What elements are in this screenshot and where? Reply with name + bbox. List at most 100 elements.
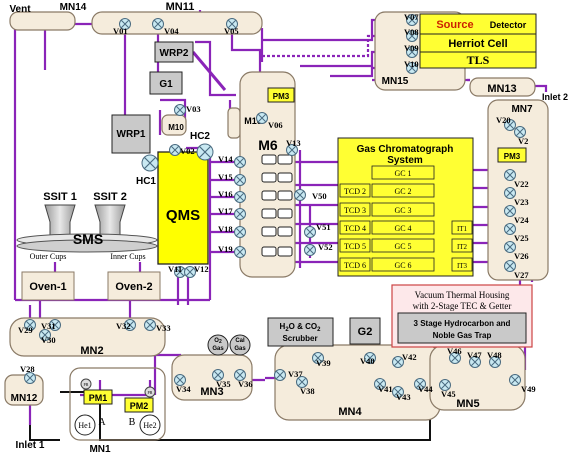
valve-label: V09 bbox=[404, 43, 419, 53]
g2-box bbox=[349, 317, 381, 345]
valve-v32[interactable]: V32 bbox=[116, 319, 136, 332]
mn12-label: MN12 bbox=[11, 393, 38, 404]
valve-v17[interactable]: V17 bbox=[218, 206, 246, 220]
o2-gas-sub: Gas bbox=[212, 346, 224, 352]
valve-cross bbox=[511, 376, 519, 384]
valve-label: V28 bbox=[20, 364, 35, 374]
valve-v05[interactable]: V05 bbox=[224, 18, 239, 37]
valve-v48[interactable]: V48 bbox=[487, 350, 502, 368]
valve-v52[interactable]: V52 bbox=[304, 242, 333, 256]
valve-label: V14 bbox=[218, 154, 233, 164]
cal-gas-label: Cal bbox=[235, 338, 245, 344]
valve-cross bbox=[491, 358, 499, 366]
pm2-box bbox=[124, 397, 154, 413]
valve-v14[interactable]: V14 bbox=[218, 154, 246, 168]
oven2-label: Oven-2 bbox=[115, 281, 152, 293]
valve-v09[interactable]: V09 bbox=[404, 43, 419, 58]
gc-column-box bbox=[371, 220, 435, 235]
valve-v04[interactable]: V04 bbox=[152, 18, 180, 37]
gc-title-1: Gas Chromatograph bbox=[357, 144, 454, 155]
valve-label: V12 bbox=[194, 264, 209, 274]
valve-v27[interactable]: V27 bbox=[504, 260, 530, 281]
valve-v02[interactable]: V02 bbox=[169, 144, 195, 157]
he1-tank bbox=[74, 414, 96, 436]
g1-label: G1 bbox=[159, 79, 173, 90]
valve-v07[interactable]: V07 bbox=[404, 12, 419, 26]
mn13-label: MN13 bbox=[487, 83, 516, 95]
valve-label: V27 bbox=[514, 270, 529, 280]
he1-label: He1 bbox=[78, 421, 91, 430]
valve-v42[interactable]: V42 bbox=[392, 352, 417, 368]
wrp1-box bbox=[111, 114, 151, 154]
valve-v10[interactable]: V10 bbox=[404, 59, 419, 74]
valve-v16[interactable]: V16 bbox=[218, 189, 246, 203]
g1-box bbox=[149, 71, 183, 95]
valve-cross bbox=[314, 354, 322, 362]
valve-v49[interactable]: V49 bbox=[509, 374, 536, 395]
tcd-box bbox=[339, 202, 371, 217]
valve-v29[interactable]: V29 bbox=[18, 319, 36, 336]
valve-cross bbox=[214, 371, 222, 379]
valve-v19[interactable]: V19 bbox=[218, 244, 246, 258]
o2-gas-label: O2 bbox=[214, 338, 222, 345]
valve-v44[interactable]: V44 bbox=[414, 378, 434, 395]
valve-v37[interactable]: V37 bbox=[274, 369, 304, 381]
valve-label: V42 bbox=[402, 352, 417, 362]
outer-cups-label: Outer Cups bbox=[30, 252, 67, 261]
valve-v38[interactable]: V38 bbox=[296, 376, 315, 397]
valve-v33[interactable]: V33 bbox=[144, 319, 171, 334]
valve-v2[interactable]: V2 bbox=[514, 126, 529, 147]
valve-v06[interactable]: V06 bbox=[256, 112, 283, 131]
pm3-top-box bbox=[267, 87, 295, 103]
oven1-box bbox=[21, 271, 75, 301]
valve-v35[interactable]: V35 bbox=[212, 369, 231, 390]
valve-v51[interactable]: V51 bbox=[304, 222, 331, 238]
valve-v41[interactable]: V41 bbox=[374, 378, 393, 395]
valve-v31[interactable]: V31 bbox=[41, 319, 61, 332]
valve-label: V38 bbox=[300, 386, 315, 396]
valve-v30[interactable]: V30 bbox=[39, 329, 56, 346]
he2-label: He2 bbox=[143, 421, 156, 430]
valve-v46[interactable]: V46 bbox=[447, 346, 462, 364]
mn3-label: MN3 bbox=[200, 386, 223, 398]
valve-v43[interactable]: V43 bbox=[392, 386, 411, 403]
valve-cross bbox=[506, 189, 514, 197]
valve-v47[interactable]: V47 bbox=[467, 350, 482, 368]
valve-label: V37 bbox=[288, 369, 303, 379]
valve-v40[interactable]: V40 bbox=[360, 352, 376, 367]
valve-v01[interactable]: V01 bbox=[113, 18, 131, 37]
oven2-box bbox=[107, 271, 161, 301]
wrp2-box bbox=[154, 41, 194, 63]
it-box bbox=[451, 220, 473, 235]
valve-v08[interactable]: V08 bbox=[404, 27, 419, 42]
valve-label: V11 bbox=[168, 264, 182, 274]
valve-v13[interactable]: V13 bbox=[286, 138, 301, 156]
valve-v15[interactable]: V15 bbox=[218, 172, 246, 186]
valve-v39[interactable]: V39 bbox=[312, 352, 331, 369]
valve-v26[interactable]: V26 bbox=[504, 241, 529, 262]
valve-v36[interactable]: V36 bbox=[234, 369, 253, 390]
o2-gas-bottle bbox=[207, 334, 229, 356]
valve-v12[interactable]: V12 bbox=[184, 264, 209, 278]
valve-cross bbox=[408, 16, 416, 24]
valve-v25[interactable]: V25 bbox=[504, 223, 529, 244]
mn13-manifold bbox=[469, 77, 536, 97]
valve-v18[interactable]: V18 bbox=[218, 224, 246, 238]
valve-label: V50 bbox=[312, 191, 327, 201]
valve-v22[interactable]: V22 bbox=[504, 169, 529, 190]
valve-v24[interactable]: V24 bbox=[504, 205, 530, 226]
valve-v28[interactable]: V28 bbox=[20, 364, 36, 384]
mn1-frame bbox=[69, 367, 166, 441]
pm3-right-box bbox=[497, 147, 527, 163]
valve-v11[interactable]: V11 bbox=[168, 264, 186, 278]
valve-v34[interactable]: V34 bbox=[174, 374, 192, 395]
valve-v23[interactable]: V23 bbox=[504, 187, 529, 208]
tls-label: TLS bbox=[467, 53, 490, 67]
valve-label: V41 bbox=[378, 384, 393, 394]
valve-v03[interactable]: V03 bbox=[174, 104, 201, 116]
valve-v45[interactable]: V45 bbox=[439, 379, 456, 400]
valve-v20[interactable]: V20 bbox=[496, 115, 516, 131]
valve-v50[interactable]: V50 bbox=[294, 189, 327, 202]
